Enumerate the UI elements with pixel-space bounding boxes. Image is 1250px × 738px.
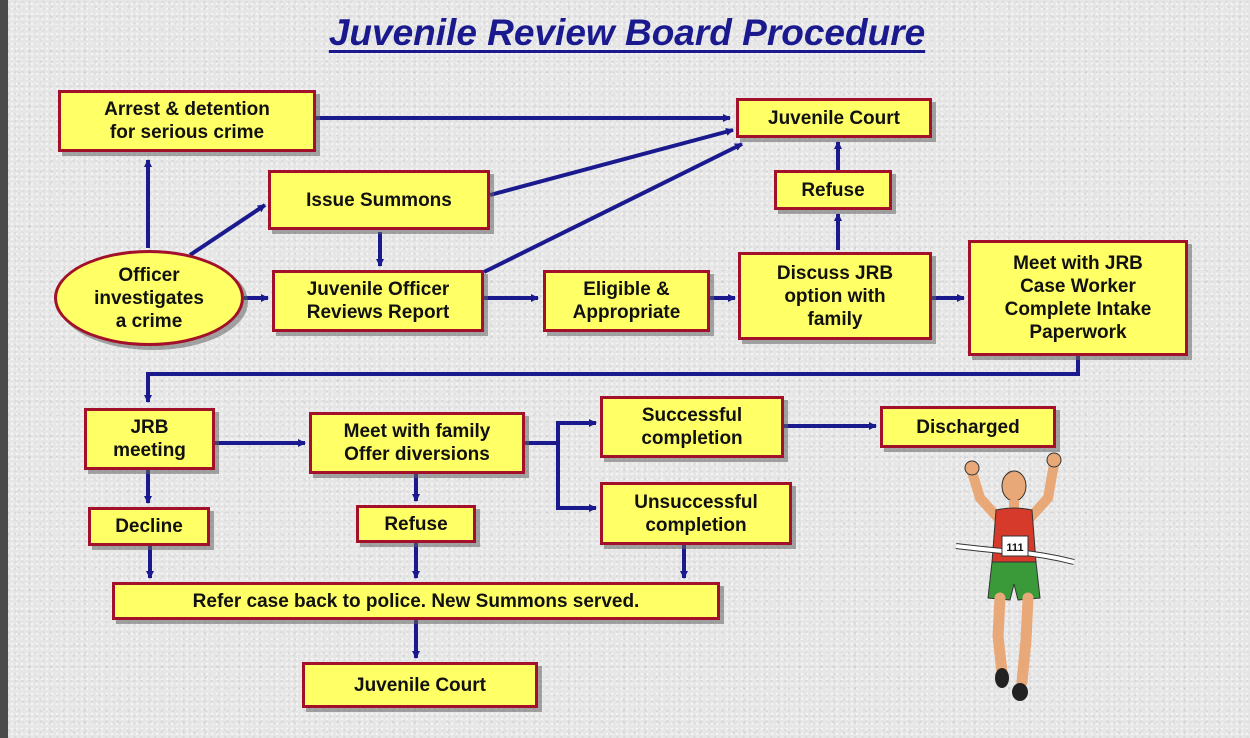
- juvenile-officer-box: Juvenile Officer Reviews Report: [272, 270, 484, 332]
- juvenile-court-top-box: Juvenile Court: [736, 98, 932, 138]
- jrb-meeting-box: JRB meeting: [84, 408, 215, 470]
- meet-caseworker-box: Meet with JRB Case Worker Complete Intak…: [968, 240, 1188, 356]
- discharged-box: Discharged: [880, 406, 1056, 448]
- meet-family-box: Meet with family Offer diversions: [309, 412, 525, 474]
- arrow-caseworker-to-jrb: [144, 356, 1080, 403]
- issue-summons-box: Issue Summons: [268, 170, 490, 230]
- refuse-bottom-box: Refuse: [356, 505, 476, 543]
- arrow-officer-to-summons: [188, 203, 267, 257]
- runner-bib-number: 111: [1006, 542, 1023, 554]
- arrow-meet-family-to-successful: [525, 419, 597, 445]
- successful-completion-box: Successful completion: [600, 396, 784, 458]
- refer-back-box: Refer case back to police. New Summons s…: [112, 582, 720, 620]
- decline-box: Decline: [88, 507, 210, 546]
- left-edge-bar: [0, 0, 8, 738]
- arrow-jo-to-court: [483, 142, 743, 274]
- officer-investigates-oval: Officer investigates a crime: [54, 250, 244, 346]
- page-title: Juvenile Review Board Procedure: [328, 12, 926, 53]
- arrest-detention-box: Arrest & detention for serious crime: [58, 90, 316, 152]
- runner-illustration: 111: [955, 452, 1075, 701]
- unsuccessful-completion-box: Unsuccessful completion: [600, 482, 792, 545]
- eligible-appropriate-box: Eligible & Appropriate: [543, 270, 710, 332]
- refuse-top-box: Refuse: [774, 170, 892, 210]
- arrow-meet-family-to-unsuccessful: [556, 443, 597, 512]
- discuss-jrb-box: Discuss JRB option with family: [738, 252, 932, 340]
- juvenile-court-bottom-box: Juvenile Court: [302, 662, 538, 708]
- arrow-summons-to-court: [489, 127, 734, 197]
